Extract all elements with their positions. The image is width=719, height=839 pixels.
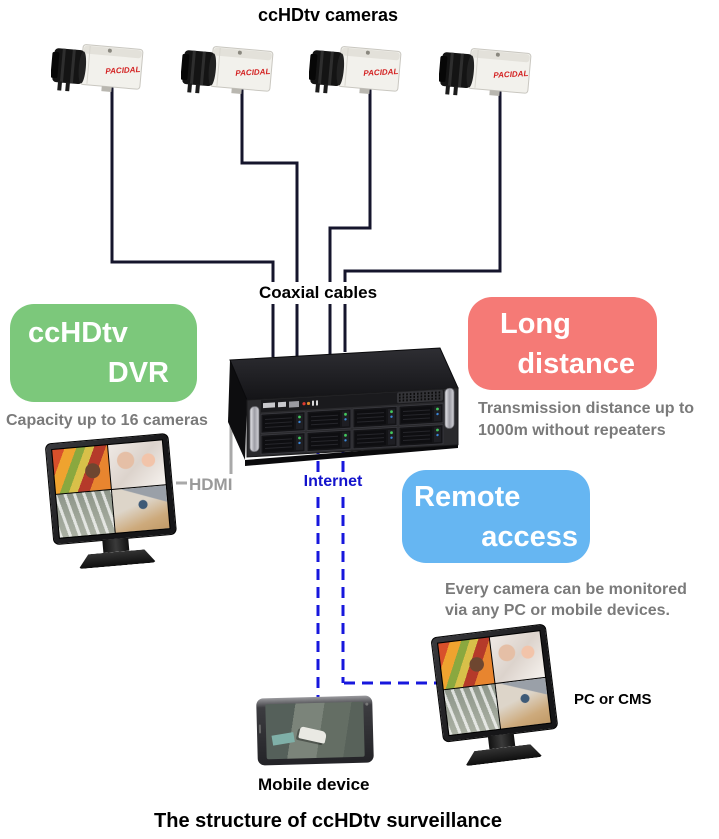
quad-view-screen bbox=[437, 630, 552, 737]
page-title: ccHDtv cameras bbox=[257, 5, 399, 25]
dvr-server bbox=[228, 347, 459, 466]
internet-label: Internet bbox=[293, 472, 373, 492]
bottom-title: The structure of ccHDtv surveillance bbox=[154, 810, 502, 832]
mobile-camera-feed bbox=[265, 701, 365, 760]
cctv-camera-3 bbox=[309, 38, 409, 110]
camera-feed-market bbox=[52, 445, 111, 494]
camera-feed-office bbox=[111, 484, 170, 533]
transmission-caption-line1: Transmission distance up to bbox=[478, 400, 695, 417]
long-distance-callout: Long distance bbox=[468, 297, 657, 390]
dvr-hdd-led bbox=[306, 401, 311, 406]
camera-feed-parking bbox=[56, 489, 115, 538]
remote-access-caption-line2: via any PC or mobile devices. bbox=[445, 602, 670, 619]
dvr-right-handle bbox=[444, 387, 455, 429]
monitor-neck bbox=[102, 537, 130, 553]
transmission-caption: Transmission distance up to 1000m withou… bbox=[478, 398, 694, 442]
camera-feed-baby bbox=[107, 440, 166, 489]
cctv-camera-1 bbox=[51, 36, 151, 108]
cctv-camera-4 bbox=[439, 40, 539, 112]
dvr-base-lip bbox=[245, 443, 458, 466]
dvr-capacity-caption: Capacity up to 16 cameras bbox=[6, 412, 208, 429]
remote-access-line1: Remote bbox=[414, 480, 521, 513]
coaxial-cables-label: Coaxial cables bbox=[248, 282, 388, 304]
remote-access-caption-line1: Every camera can be monitored bbox=[445, 581, 687, 598]
dvr-power-led bbox=[302, 402, 306, 406]
cchdtv-dvr-callout: ccHDtv DVR bbox=[10, 304, 197, 402]
mobile-device-label: Mobile device bbox=[258, 775, 370, 794]
street-car-shape bbox=[298, 726, 328, 745]
camera-feed-baby bbox=[489, 631, 545, 683]
pc-monitor bbox=[430, 623, 561, 768]
mobile-front-camera-dot bbox=[365, 702, 369, 706]
camera-feed-office bbox=[494, 677, 551, 729]
dvr-callout-line2: DVR bbox=[107, 357, 169, 389]
long-distance-line2: distance bbox=[517, 347, 635, 380]
dvr-left-side bbox=[228, 360, 247, 460]
local-monitor bbox=[44, 432, 180, 571]
camera-feed-market bbox=[438, 637, 494, 689]
dvr-front-panel bbox=[246, 387, 459, 458]
mobile-device bbox=[256, 695, 374, 766]
dvr-left-handle bbox=[249, 406, 260, 453]
hdmi-label: HDMI bbox=[187, 474, 235, 496]
mobile-side-button bbox=[258, 724, 262, 734]
pc-or-cms-label: PC or CMS bbox=[574, 691, 652, 708]
monitor-bezel bbox=[44, 432, 178, 546]
remote-access-line2: access bbox=[481, 520, 578, 553]
monitor-bezel bbox=[430, 623, 559, 743]
camera-feed-parking bbox=[443, 683, 500, 735]
cctv-camera-2 bbox=[181, 38, 281, 110]
long-distance-line1: Long bbox=[500, 307, 571, 340]
transmission-caption-line2: 1000m without repeaters bbox=[478, 422, 666, 439]
street-roof-shape bbox=[271, 732, 295, 746]
dvr-callout-line1: ccHDtv bbox=[28, 317, 128, 349]
remote-access-caption: Every camera can be monitored via any PC… bbox=[445, 579, 687, 621]
quad-view-screen bbox=[51, 439, 171, 539]
remote-access-callout: Remote access bbox=[402, 470, 590, 563]
